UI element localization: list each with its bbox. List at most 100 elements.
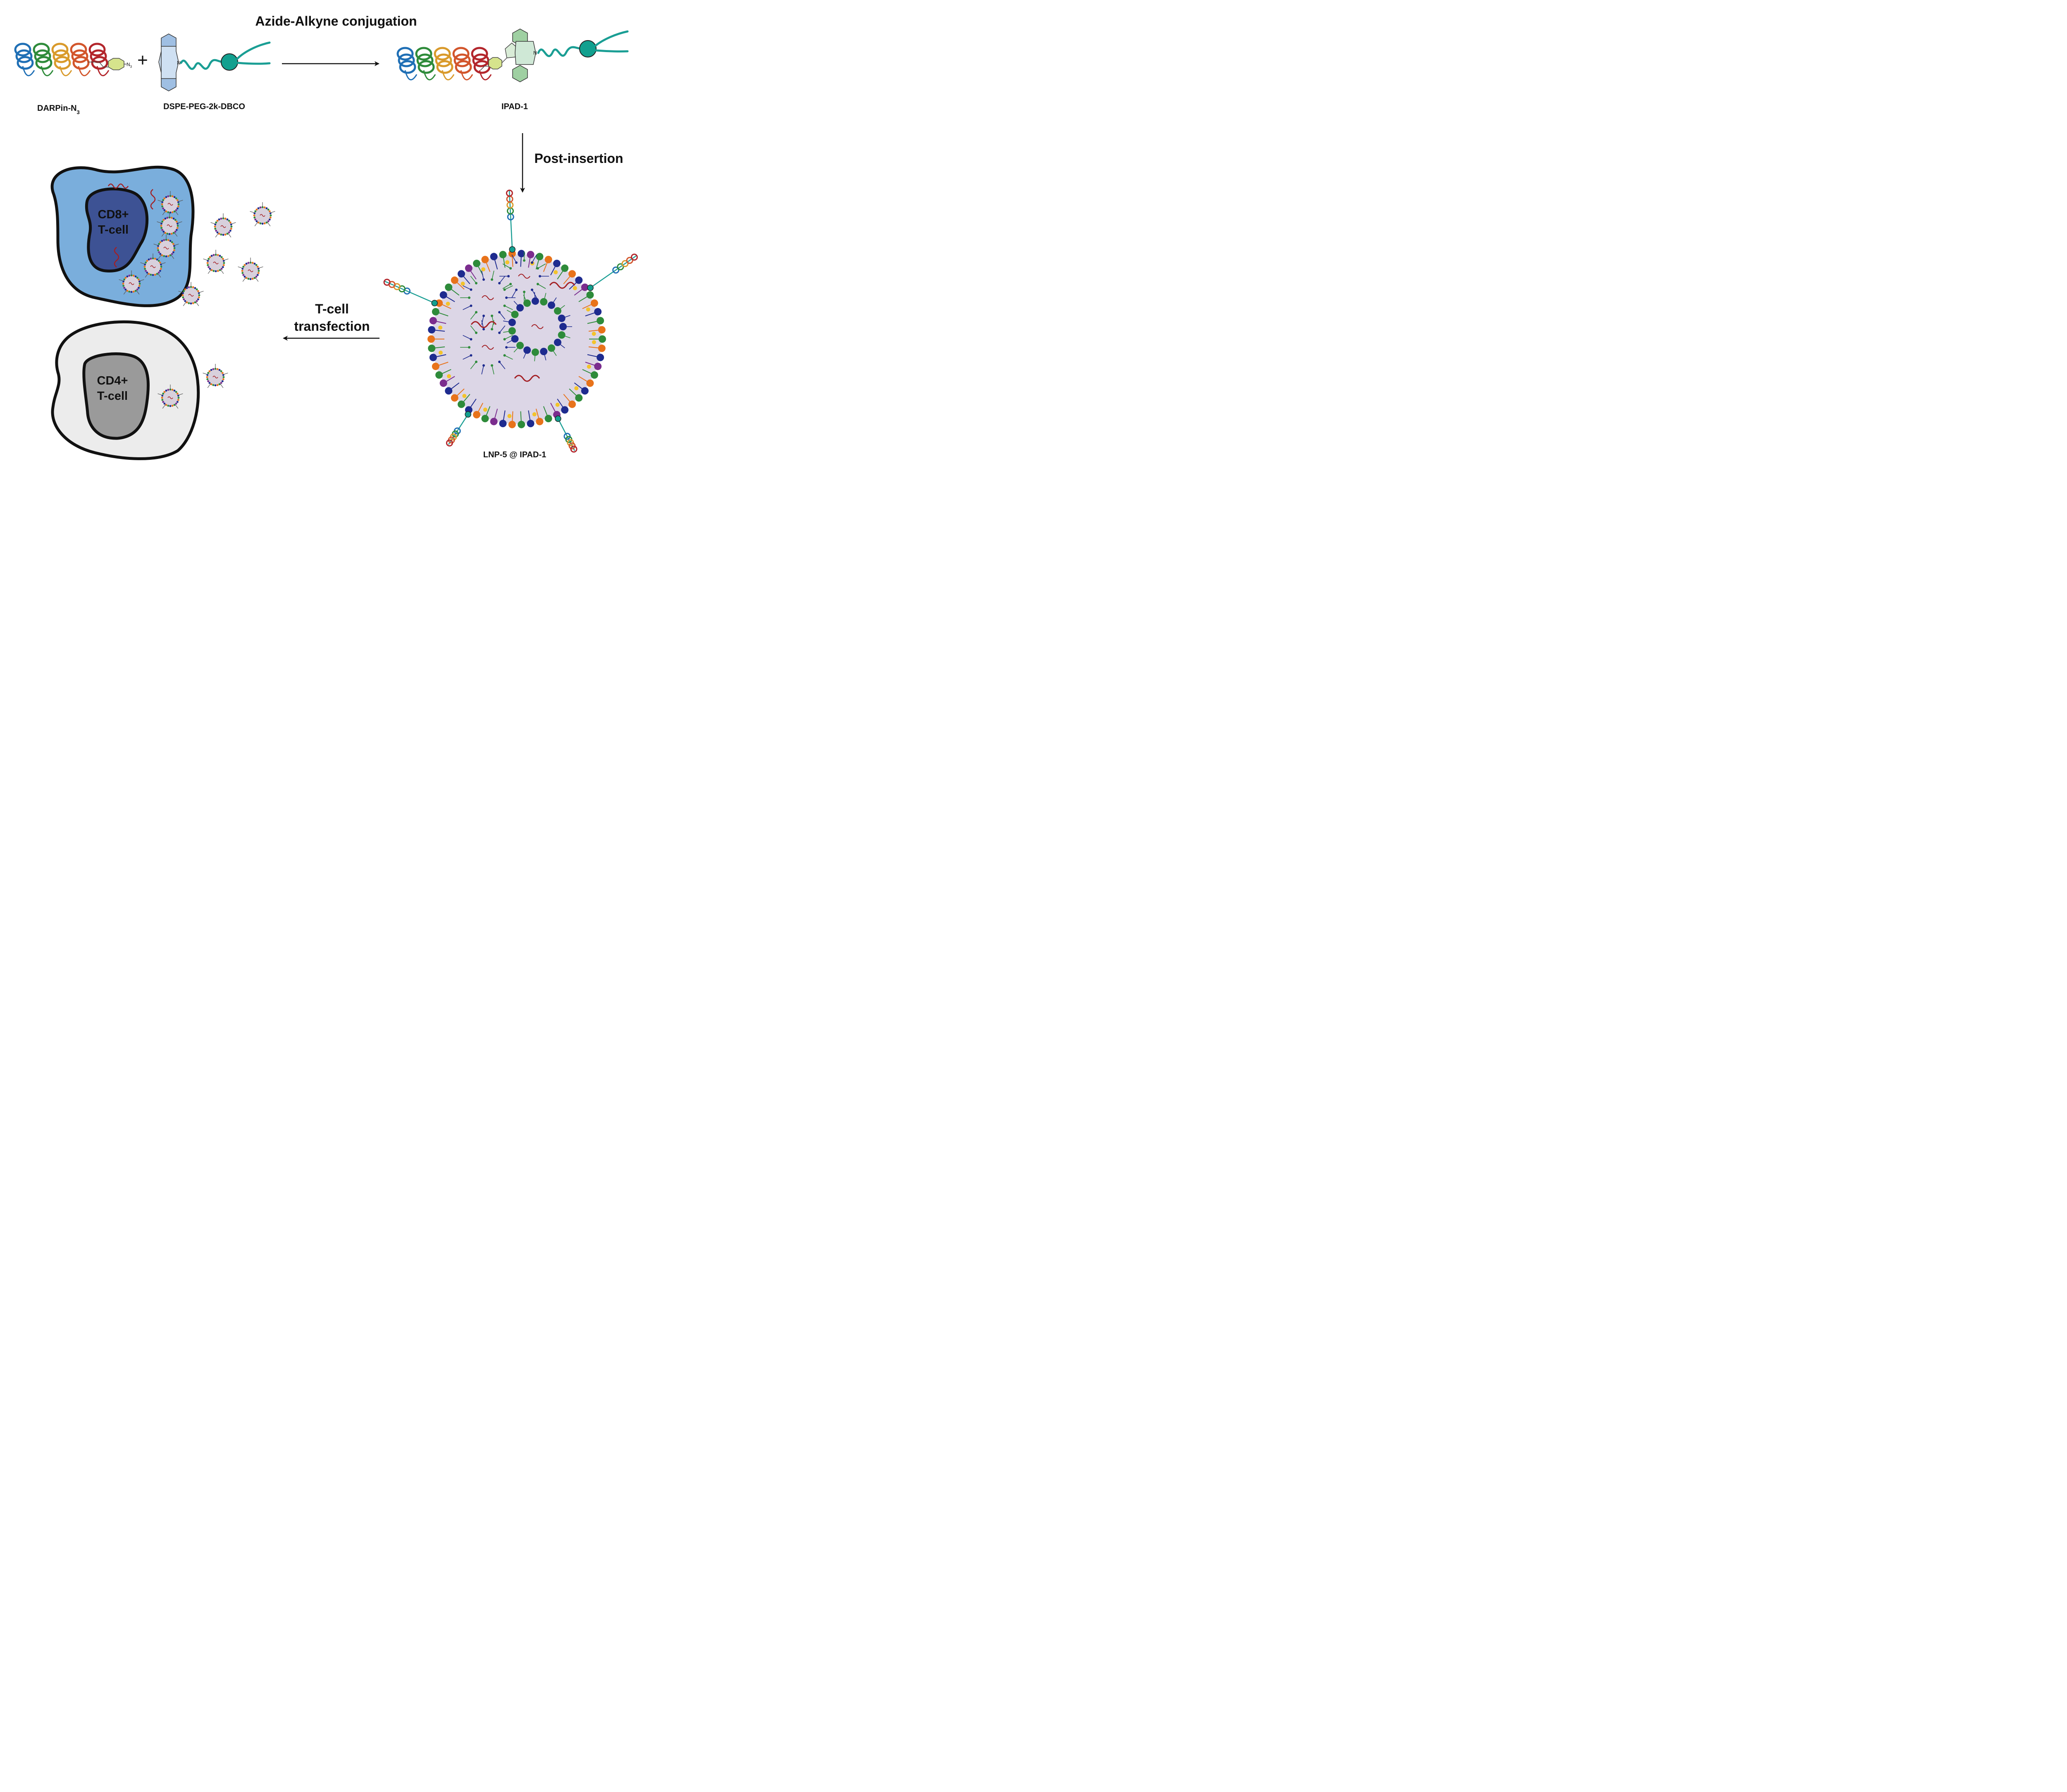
micelle-head (554, 307, 561, 315)
mini-lnp-head (134, 275, 137, 278)
darpin-repeat-coil (34, 49, 51, 63)
mini-lnp-head (165, 404, 167, 406)
mini-lnp-head (210, 369, 212, 371)
mini-lnp-head (267, 208, 270, 211)
mini-lnp-head (218, 232, 220, 235)
darpin-loop (22, 66, 35, 76)
mini-lnp-head (215, 270, 217, 272)
mini-lnp-head (190, 302, 192, 305)
mini-lnp-head (217, 254, 219, 256)
mini-lnp-head (172, 251, 174, 253)
lipid-head (481, 415, 489, 423)
mini-lnp-head (159, 241, 162, 244)
micelle-head (508, 318, 516, 326)
mini-lnp-arm (207, 383, 211, 388)
mini-lnp-head (224, 233, 227, 236)
darpin-repeat-coil (434, 47, 451, 61)
mini-lnp-head (198, 294, 200, 296)
darpin-repeat-coil (33, 43, 50, 57)
lipid-head (590, 371, 598, 379)
lipid-head (457, 400, 465, 408)
darpin-loop (460, 70, 473, 81)
mini-lnp-head (217, 270, 219, 272)
mini-lnp-head (156, 258, 158, 261)
darpin-loop (59, 66, 72, 76)
mini-lnp-mrna (167, 224, 172, 227)
mini-lnp-head (196, 300, 198, 302)
mini-lnp-arm (136, 290, 140, 295)
micelle-head (539, 275, 541, 277)
ipad-arm-darpin (621, 260, 629, 267)
lipid-head (490, 418, 498, 425)
lipid-head (590, 299, 598, 307)
mini-lnp-head (214, 384, 217, 387)
darpin-repeat-coil (415, 47, 432, 61)
mini-lnp-head (157, 249, 160, 251)
lipid-head (481, 256, 489, 263)
mini-lnp-head (152, 274, 154, 276)
darpin-repeat-coil (399, 60, 416, 74)
mini-lnp-head (220, 217, 222, 220)
mini-lnp-head (158, 243, 160, 245)
mini-lnp-head (177, 203, 180, 205)
lipid-head (439, 291, 447, 299)
mini-lnp-head (132, 275, 135, 277)
mini-lnp-head (186, 301, 188, 303)
lipid-tail-2 (236, 62, 271, 65)
mini-lnp-head (145, 261, 147, 264)
mini-lnp-arm (215, 233, 219, 238)
mini-lnp-head (161, 229, 164, 231)
darpin-repeat-coil (14, 43, 31, 57)
cholesterol-mark (592, 332, 596, 336)
mini-lnp-head (176, 227, 179, 229)
mini-lnp-head (169, 240, 172, 242)
mini-lnp-head (270, 214, 272, 217)
lipid-head (598, 326, 606, 334)
mini-lnp-head (161, 254, 163, 256)
mini-lnp-head (221, 380, 224, 382)
mini-lnp-head (230, 225, 233, 228)
micelle-head (468, 296, 470, 299)
mini-lnp-head (255, 220, 258, 222)
mini-lnp-head (159, 253, 162, 255)
cholesterol-mark (483, 407, 487, 412)
mini-lnp (158, 191, 183, 215)
cd8-mrna-1 (107, 183, 129, 189)
mini-lnp-head (177, 399, 179, 401)
darpin-label: DARPin-N3 (37, 104, 80, 115)
ipad-arm-darpin (612, 266, 620, 274)
mini-lnp-arm (258, 266, 263, 269)
mini-lnp-mrna (150, 265, 156, 268)
micelle-head (523, 346, 531, 354)
lipid-head (432, 363, 439, 370)
mini-lnp-head (259, 206, 262, 209)
mini-lnp-head (255, 275, 258, 278)
micelle-tail (511, 289, 517, 298)
mini-lnp-head (243, 264, 246, 266)
mini-lnp-head (161, 220, 164, 223)
micelle-tail (499, 276, 506, 284)
mini-lnp-head (171, 195, 174, 198)
lipid-head (428, 326, 436, 334)
mini-lnp-head (160, 225, 162, 227)
mini-lnp-head (228, 220, 230, 222)
lipid-head (581, 283, 589, 291)
lipid-head (575, 394, 583, 402)
mini-lnp-head (253, 263, 256, 265)
cd4-label-1: CD4+ (97, 374, 128, 387)
lipid-head (553, 260, 561, 268)
mini-lnp-arm (177, 221, 182, 224)
mini-lnp-head (208, 382, 211, 384)
mini-lnp-head (168, 233, 171, 235)
mini-lnp-head (173, 247, 176, 249)
cd8-label-1: CD8+ (98, 208, 129, 221)
micelle-head (523, 291, 525, 293)
mini-lnp-head (145, 270, 147, 272)
micelle-tail (470, 325, 477, 333)
ipad-arm-anchor (431, 300, 438, 306)
micelle-tail (504, 285, 513, 290)
mini-lnp-head (165, 255, 167, 258)
mini-lnp-head (163, 391, 166, 393)
mini-lnp-head (172, 232, 175, 234)
mini-lnp-head (208, 370, 211, 373)
